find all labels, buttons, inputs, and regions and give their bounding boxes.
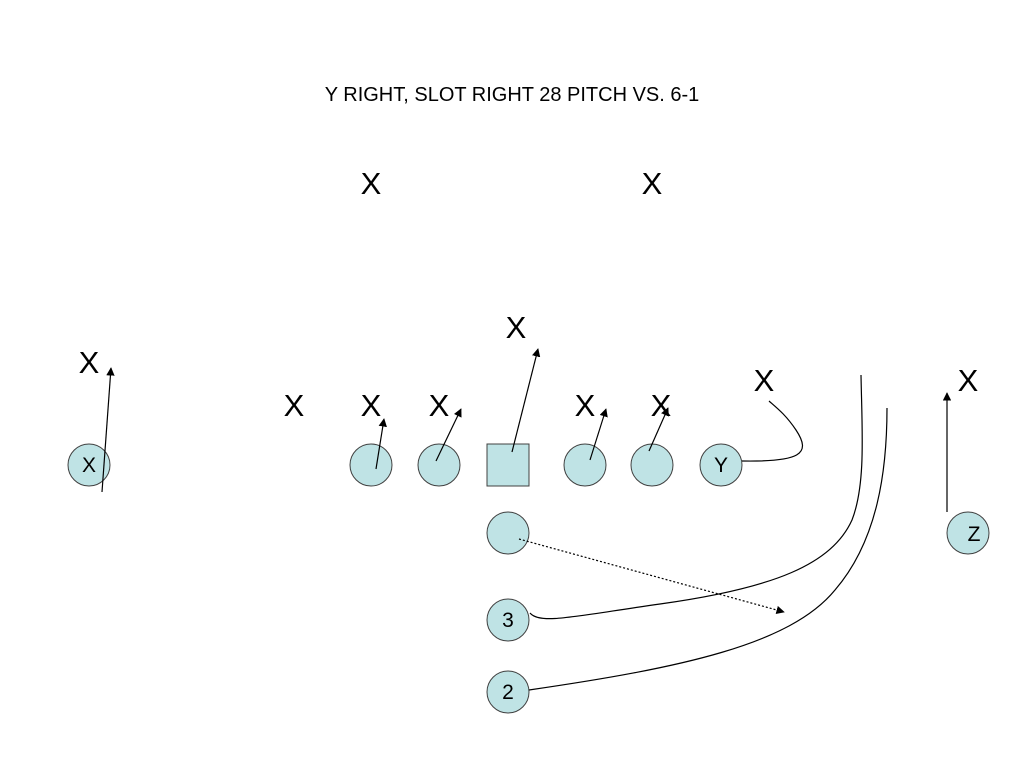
route-left-guard-block [435,408,462,462]
route-back-3-lead [529,374,863,620]
player-x-label: X [82,454,96,477]
player-3-label: 3 [502,609,514,632]
offense: X Y 3 2 Z [67,443,990,714]
route-qb-pitch [518,538,785,615]
defender-end-left: X [284,388,305,423]
defender-linebacker: X [506,310,527,345]
player-y-label: Y [714,454,728,477]
defender-corner-right: X [958,363,979,398]
defender-guard-left: X [429,388,450,423]
player-right-tackle [630,443,674,487]
route-right-guard-block [589,408,608,461]
route-y-arc-block [741,400,804,462]
route-left-tackle-block [375,418,387,470]
player-x-receiver [67,443,111,487]
defender-corner-left: X [79,345,100,380]
player-back-3 [486,598,530,642]
player-quarterback [486,511,530,555]
player-center [486,443,530,487]
route-back-2-sweep [528,407,888,691]
route-x-block [101,367,115,493]
player-z-label: Z [968,523,981,546]
defender-guard-right: X [575,388,596,423]
player-2-label: 2 [502,681,514,704]
player-right-guard [563,443,607,487]
route-center-block [511,348,541,453]
defender-tackle-right: X [651,388,672,423]
defender-safety-right: X [642,166,663,201]
defender-safety-left: X [361,166,382,201]
player-back-2 [486,670,530,714]
route-right-tackle-block [648,407,669,452]
player-z-receiver [946,511,990,555]
play-title: Y RIGHT, SLOT RIGHT 28 PITCH VS. 6-1 [324,84,700,106]
player-left-tackle [349,443,393,487]
routes [101,348,952,691]
defender-tackle-left: X [361,388,382,423]
player-y-end [699,443,743,487]
defender-end-right: X [754,363,775,398]
player-left-guard [417,443,461,487]
